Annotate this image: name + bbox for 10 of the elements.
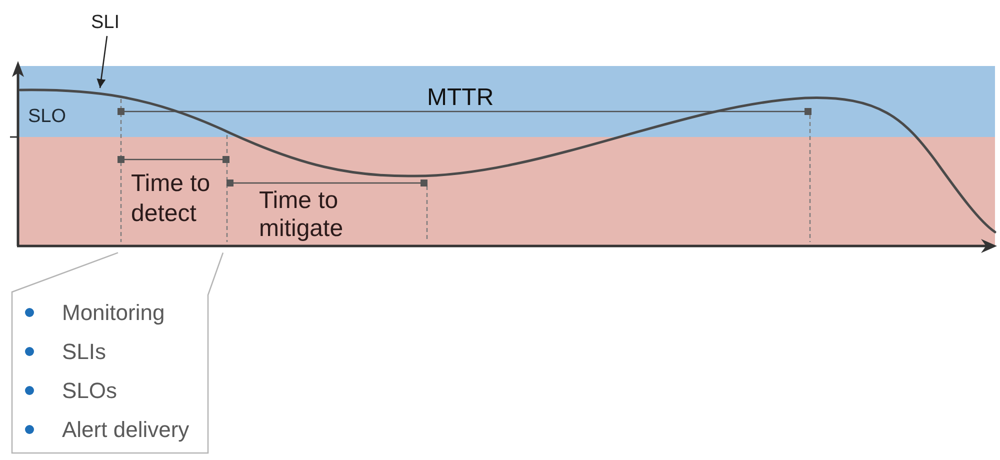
duration-label: Time to detect bbox=[131, 169, 212, 229]
list-item-text: Alert delivery bbox=[62, 416, 190, 442]
zone-label: SLO bbox=[28, 106, 66, 128]
list-item-text: SLOs bbox=[62, 378, 118, 404]
curve-label: SLI bbox=[91, 12, 120, 34]
leader-arrow bbox=[96, 36, 108, 88]
duration-label: Time to mitigate bbox=[259, 187, 344, 243]
duration-label: MTTR bbox=[427, 86, 494, 110]
list-item-text: Monitoring bbox=[62, 300, 165, 326]
list-item-text: SLIs bbox=[62, 338, 106, 364]
